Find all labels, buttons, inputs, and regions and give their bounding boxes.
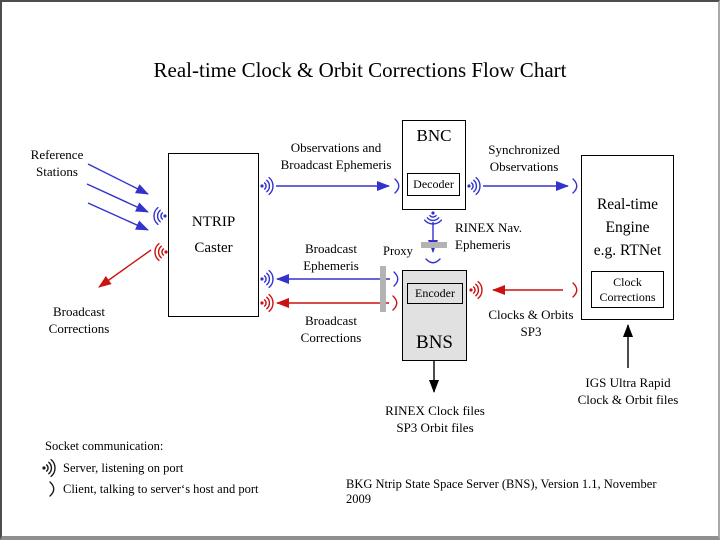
observations-broadcast-ephemeris-label: Observations and Broadcast Ephemeris	[280, 140, 392, 172]
broadcast-corrections-to-caster-label: Broadcast Corrections	[300, 313, 362, 345]
bns-clocks-server-socket-icon	[468, 280, 483, 300]
bns-top-client-socket-icon	[425, 258, 441, 264]
caster-corrections-upload-server-socket-icon	[259, 293, 274, 313]
legend-heading: Socket communication:	[45, 439, 164, 453]
caster-ephemeris-server-socket-icon	[259, 269, 274, 289]
caster-output-server-socket-icon	[259, 176, 274, 196]
reference-stations-label: Reference Stations	[30, 147, 84, 179]
rinex-nav-ephemeris-label: RINEX Nav. Ephemeris	[455, 220, 523, 252]
bnc-client-socket-icon	[394, 178, 400, 194]
bns-box: Encoder BNS	[402, 270, 467, 361]
clock-corrections-label: Clock Corrections	[599, 274, 656, 304]
rinex-outputs-label: RINEX Clock files SP3 Orbit files	[385, 403, 485, 435]
bnc-nav-server-socket-icon	[423, 210, 443, 225]
broadcast-corrections-out-arrow	[98, 249, 152, 288]
igs-ultra-rapid-label: IGS Ultra Rapid Clock & Orbit files	[577, 375, 679, 407]
caster-observations-server-socket-icon	[153, 206, 168, 226]
broadcast-corrections-out-label: Broadcast Corrections	[48, 304, 110, 336]
caster-corrections-server-socket-icon	[154, 242, 169, 262]
caption: BKG Ntrip State Space Server (BNS), Vers…	[346, 477, 657, 506]
ntrip-caster-box: NTRIP Caster	[168, 153, 259, 317]
bnc-label: BNC	[416, 126, 452, 145]
encoder-box: Encoder	[407, 283, 463, 304]
bnc-box: BNC Decoder	[402, 120, 466, 210]
legend-client-row: Client, talking to server‘s host and por…	[48, 479, 258, 499]
proxy-label: Proxy	[383, 244, 413, 258]
bnc-output-server-socket-icon	[466, 176, 481, 196]
proxy-bar-horizontal	[421, 242, 447, 248]
realtime-engine-box: Real-time Engine e.g. RTNet Clock Correc…	[581, 155, 674, 320]
bns-ephemeris-client-socket-icon	[393, 271, 399, 287]
encoder-label: Encoder	[415, 286, 455, 300]
page-title: Real-time Clock & Orbit Corrections Flow…	[153, 58, 567, 82]
proxy-bar-vertical	[380, 266, 386, 312]
realtime-engine-label: Real-time Engine e.g. RTNet	[593, 196, 662, 259]
decoder-label: Decoder	[413, 177, 454, 191]
engine-clocks-client-socket-icon	[572, 282, 578, 298]
reference-station-arrow-3	[87, 202, 149, 231]
clock-corrections-box: Clock Corrections	[591, 271, 664, 308]
client-socket-icon	[49, 481, 55, 497]
legend-server-text: Server, listening on port	[63, 460, 184, 475]
broadcast-ephemeris-label: Broadcast Ephemeris	[303, 241, 359, 273]
clocks-orbits-sp3-label: Clocks & Orbits SP3	[488, 307, 574, 339]
ntrip-caster-label: NTRIP Caster	[191, 214, 236, 256]
reference-station-arrow-2	[86, 183, 149, 213]
decoder-box: Decoder	[407, 173, 460, 196]
bns-corrections-client-socket-icon	[392, 295, 398, 311]
server-socket-icon	[41, 458, 56, 478]
synchronized-observations-label: Synchronized Observations	[488, 142, 560, 174]
bns-label: BNS	[416, 332, 453, 353]
legend-server-row: Server, listening on port	[40, 458, 183, 478]
engine-client-socket-icon	[572, 178, 578, 194]
legend-client-text: Client, talking to server‘s host and por…	[63, 481, 259, 496]
